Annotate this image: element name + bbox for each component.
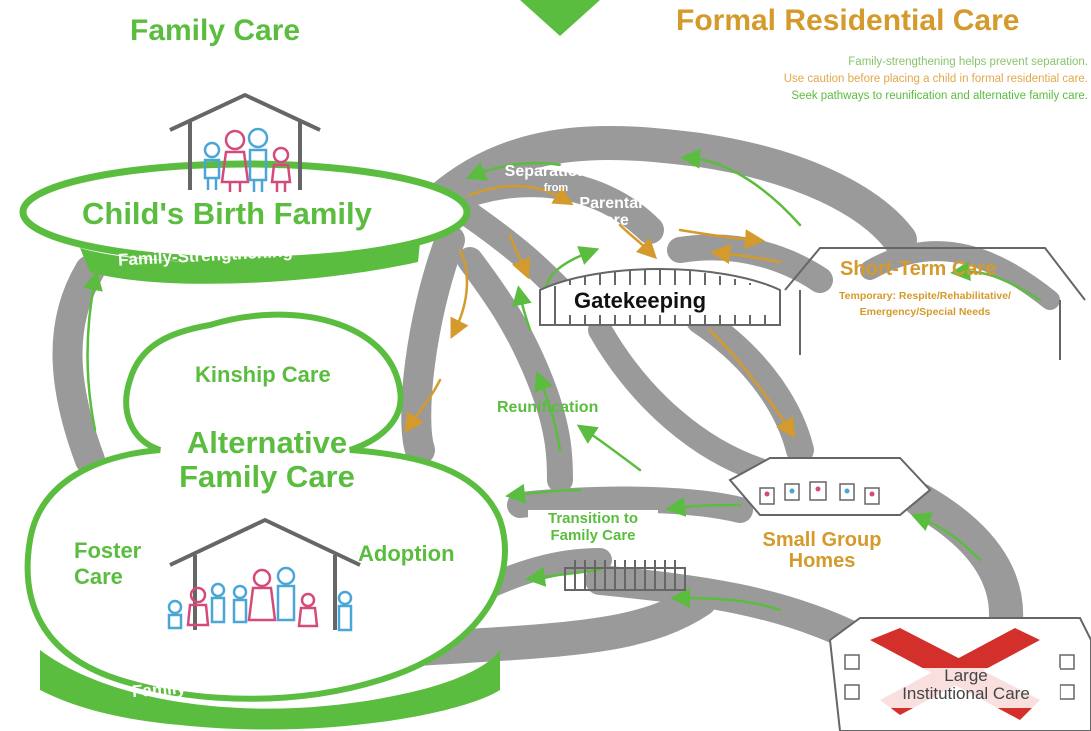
small-group-homes-label: Small Group Homes: [752, 530, 892, 572]
alternative-title-line2: Family Care: [179, 459, 355, 494]
gatekeeping-gate-icon: [539, 268, 781, 326]
birth-family-strengthening-band: [80, 242, 420, 284]
foster-care-line2: Care: [74, 564, 123, 589]
foster-care-line1: Foster: [74, 538, 142, 563]
short-term-care-building-icon: [784, 247, 1086, 360]
note-1: Family-strengthening helps prevent separ…: [848, 56, 1088, 68]
transition-gate-icon: [564, 560, 686, 591]
short-term-sub-line1: Temporary: Respite/Rehabilitative/: [839, 290, 1011, 302]
large-institution-line2: Institutional Care: [902, 684, 1030, 703]
birth-family-house-icon: [169, 93, 321, 190]
from-word: from: [543, 182, 569, 194]
large-institution-label: Large Institutional Care: [876, 667, 1056, 703]
family-care-heading: Family Care: [130, 14, 301, 47]
small-group-line1: Small Group: [762, 529, 882, 551]
foster-care-label: Foster Care: [74, 538, 141, 590]
alternative-family-care-outline: [24, 311, 508, 702]
adoption-label: Adoption: [358, 541, 455, 566]
birth-family-people-icon: [203, 127, 292, 192]
small-group-homes-icon: [728, 457, 932, 516]
alternative-family-people-icon: [167, 566, 353, 632]
note-3: Seek pathways to reunification and alter…: [791, 90, 1088, 102]
reunification-label: Reunification: [497, 399, 599, 416]
gatekeeping-label: Gatekeeping: [574, 288, 707, 313]
alternative-family-house-icon: [169, 518, 361, 630]
short-term-sub-line2: Emergency/Special Needs: [859, 306, 991, 318]
small-group-line2: Homes: [788, 550, 856, 572]
transition-label: Transition to Family Care: [528, 510, 658, 544]
birth-family-title: Child's Birth Family: [82, 196, 372, 231]
transition-line1: Transition to: [548, 510, 638, 527]
care-word: Care: [593, 212, 629, 229]
alt-family-strengthening-band: [40, 650, 500, 730]
formal-residential-care-heading: Formal Residential Care: [676, 4, 1020, 37]
large-institution-line1: Large: [944, 666, 988, 685]
parental-care-label: Parental Care: [566, 195, 656, 229]
alternative-title-line1: Alternative: [186, 425, 348, 460]
parental-word: Parental: [579, 195, 643, 212]
note-2: Use caution before placing a child in fo…: [783, 73, 1088, 85]
top-triangle-icon: [520, 0, 600, 36]
separation-label: Separation from: [496, 164, 596, 196]
large-institution-building-icon: [828, 617, 1091, 731]
transition-line2: Family Care: [550, 527, 636, 544]
alternative-title: Alternative Family Care: [162, 426, 372, 494]
notes-list: Family-strengthening helps prevent separ…: [640, 54, 1088, 105]
short-term-care-title: Short-Term Care: [840, 258, 997, 280]
short-term-care-subtitle: Temporary: Respite/Rehabilitative/ Emerg…: [805, 288, 1045, 320]
separation-word: Separation: [504, 163, 588, 180]
kinship-care-label: Kinship Care: [195, 362, 331, 387]
